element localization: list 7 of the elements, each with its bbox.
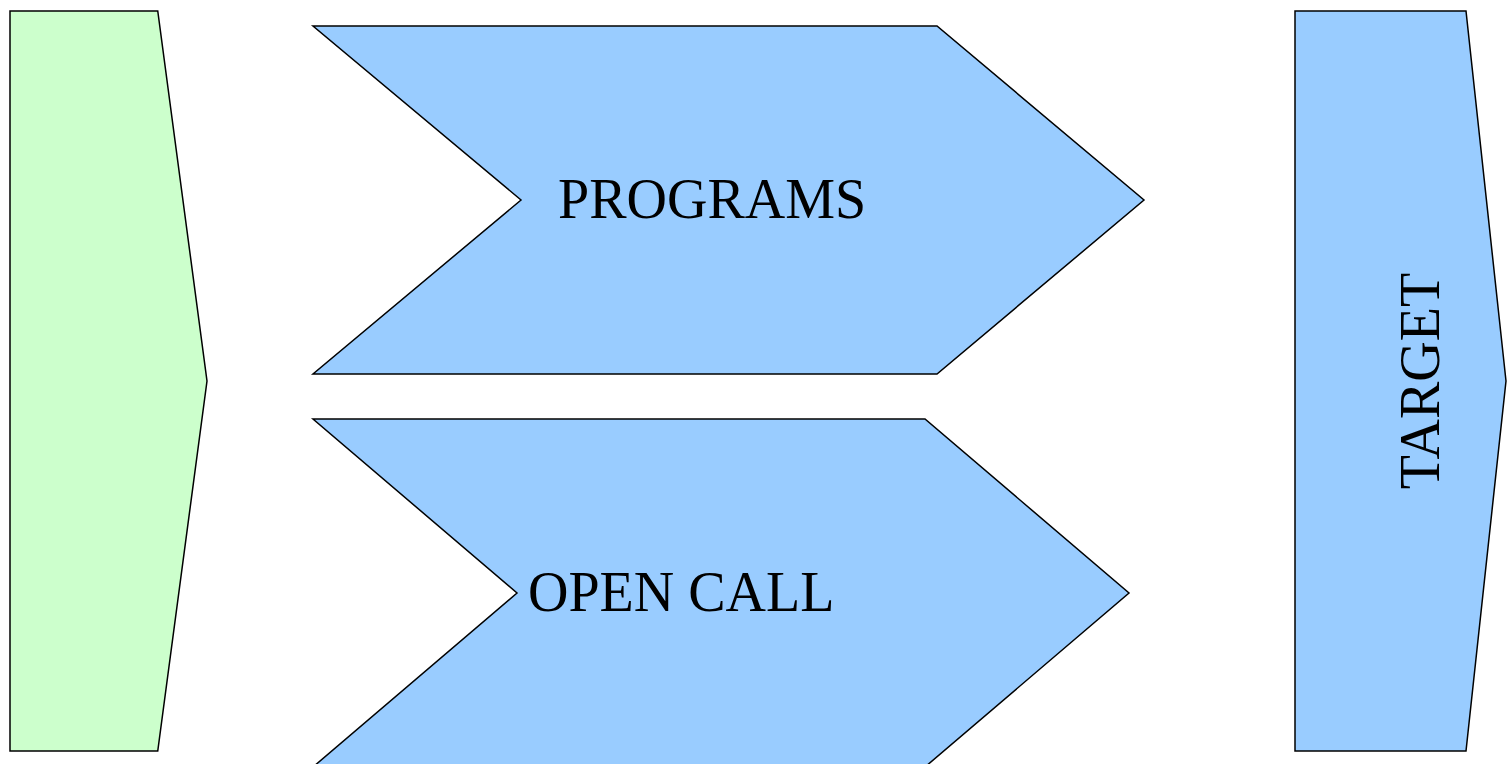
pentagon-shape <box>1295 11 1506 751</box>
label-text: TARGET <box>1392 272 1448 490</box>
pentagon-arrow <box>10 11 207 751</box>
chevron-shape <box>313 26 1144 374</box>
label-text: OPEN CALL <box>528 564 835 620</box>
chevron-shape <box>313 419 1129 763</box>
label-text: PROGRAMS <box>558 171 867 227</box>
